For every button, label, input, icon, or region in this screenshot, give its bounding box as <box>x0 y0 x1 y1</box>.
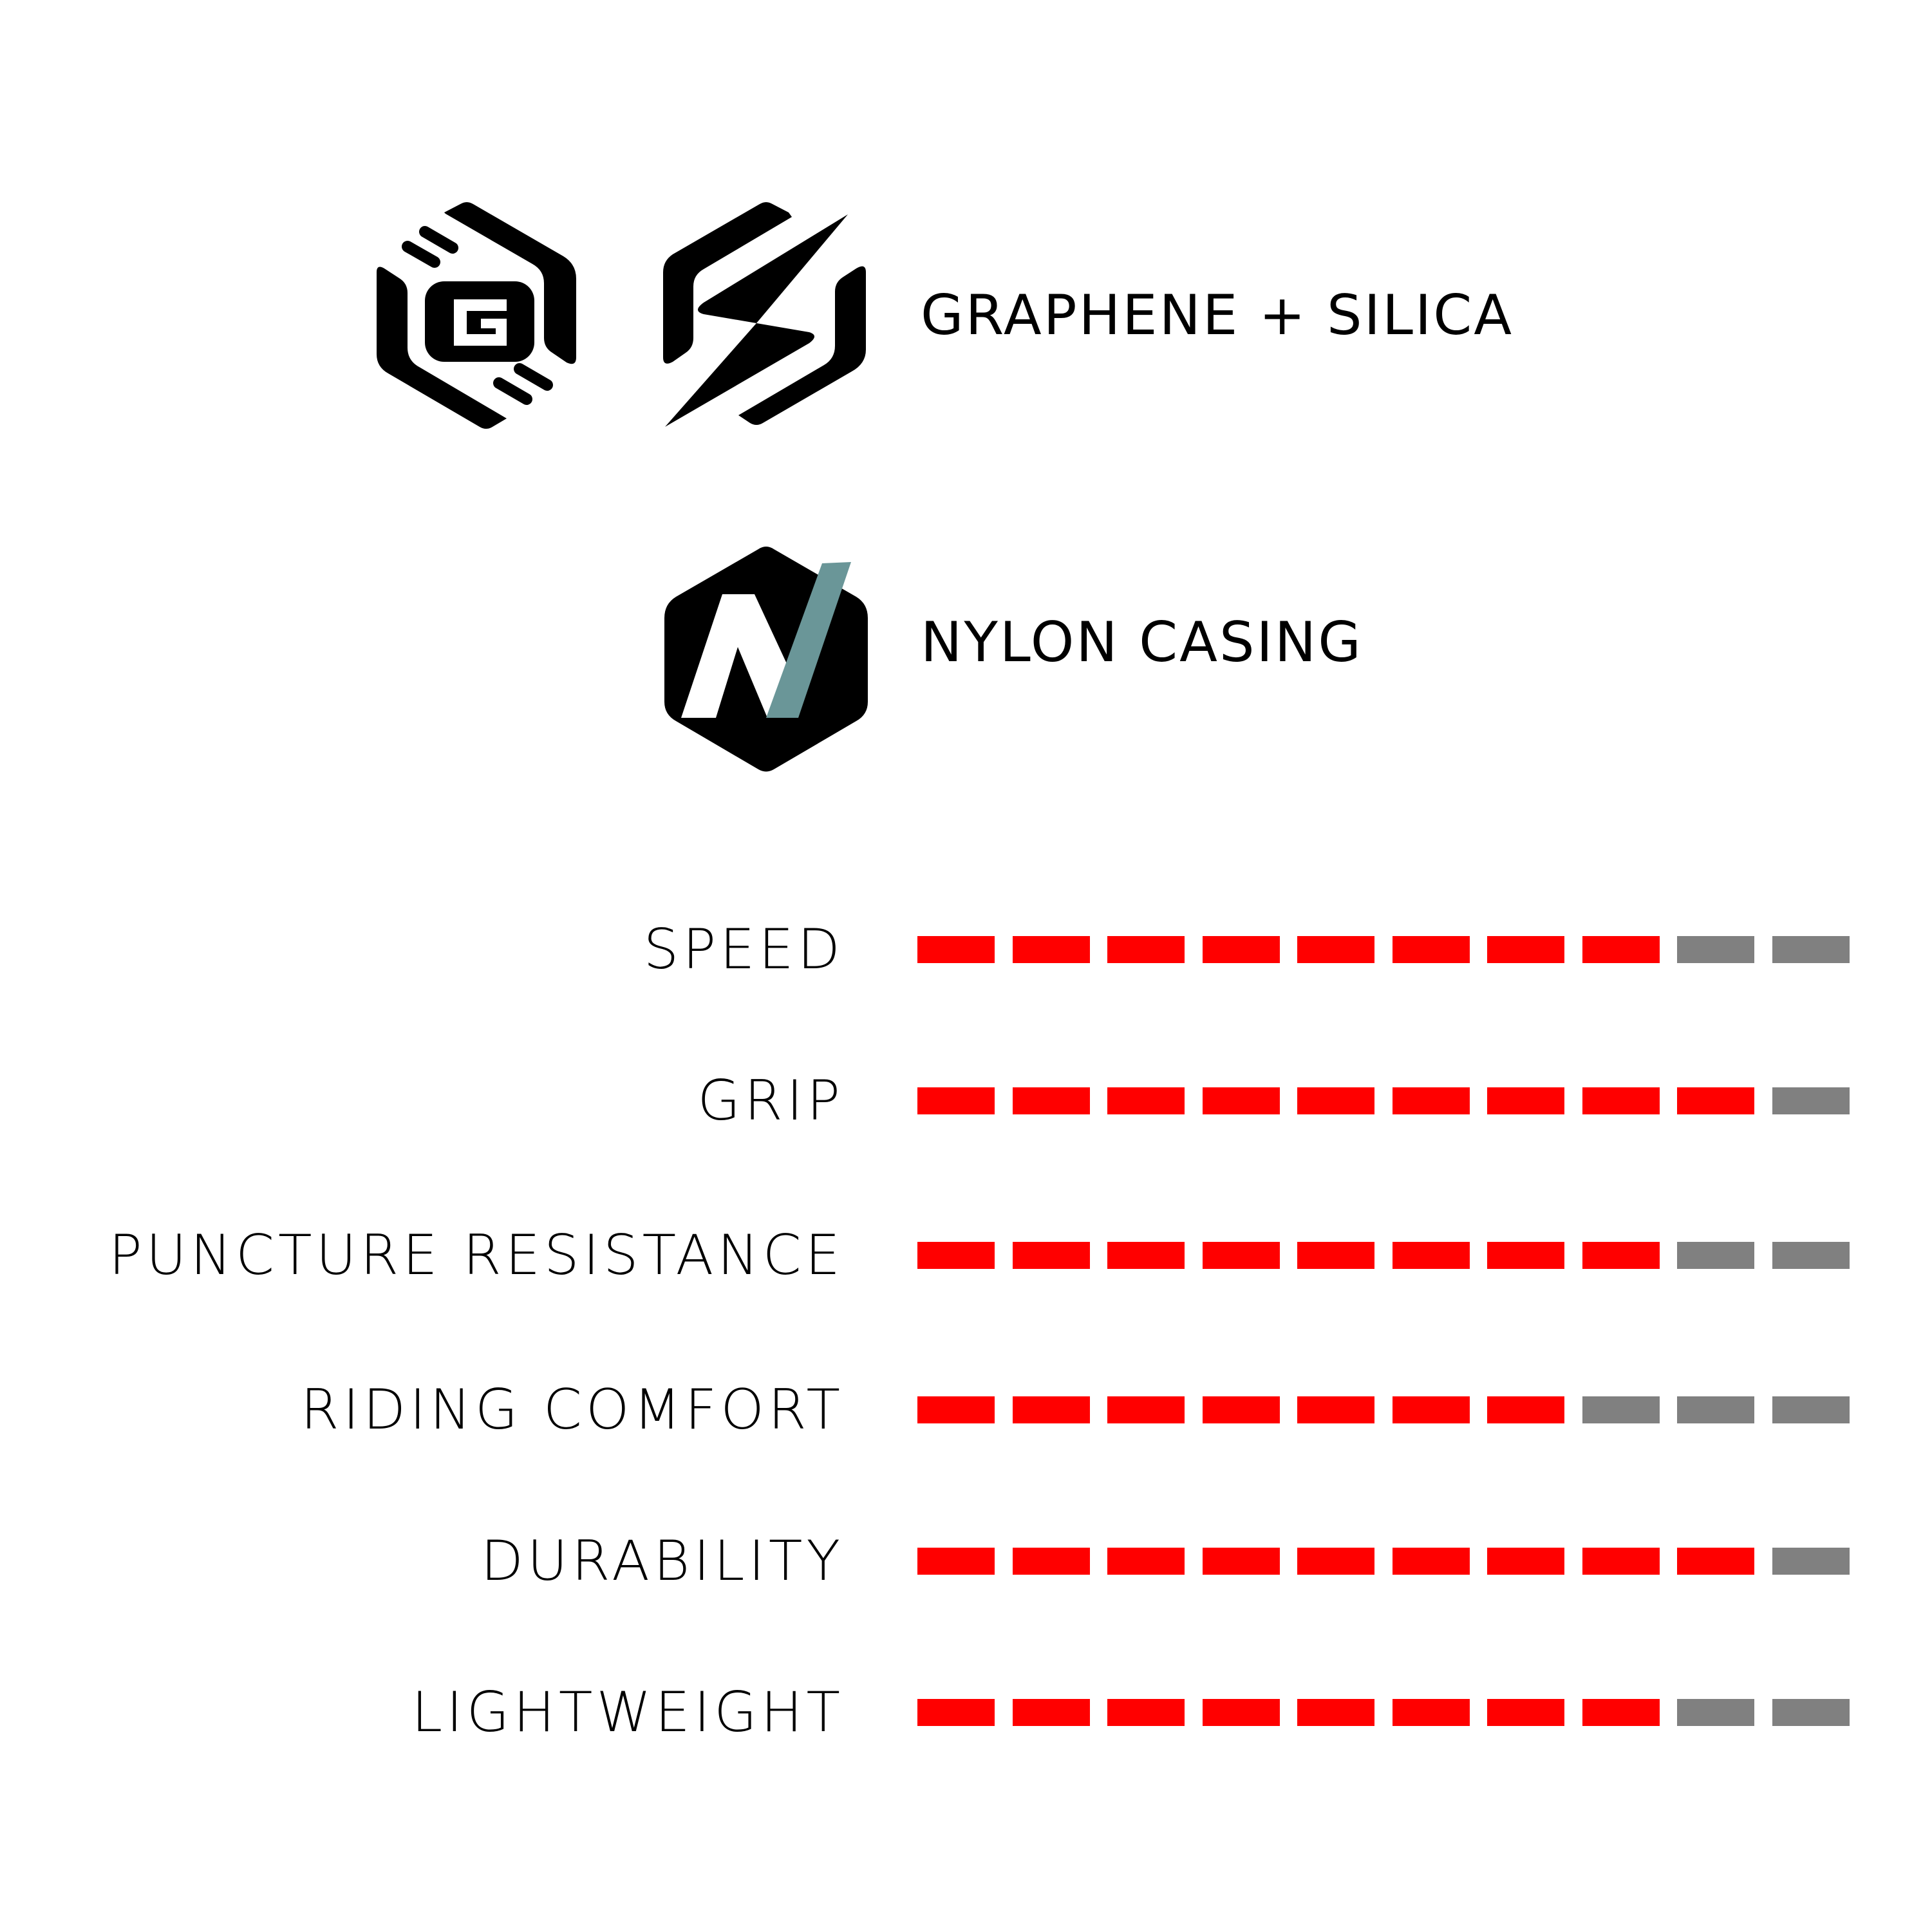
rating-label: DURABILITY <box>480 1529 844 1593</box>
rating-segment-filled <box>1392 1548 1470 1575</box>
rating-segment-filled <box>1107 1699 1185 1726</box>
rating-label: LIGHTWEIGHT <box>411 1680 844 1745</box>
rating-segment-filled <box>1297 1396 1374 1423</box>
rating-segment-filled <box>1677 1548 1754 1575</box>
rating-segment-filled <box>1487 936 1564 963</box>
rating-segment-filled <box>1487 1087 1564 1114</box>
rating-segment-filled <box>1392 1242 1470 1269</box>
rating-segment-filled <box>1297 1242 1374 1269</box>
rating-segment-filled <box>1202 1548 1280 1575</box>
rating-segment-filled <box>1392 936 1470 963</box>
feature-label-graphene-silica: GRAPHENE + SILICA <box>921 283 1514 348</box>
rating-segment-filled <box>1297 1087 1374 1114</box>
rating-segment-empty <box>1582 1396 1660 1423</box>
rating-segment-filled <box>1297 1699 1374 1726</box>
rating-segment-filled <box>1392 1087 1470 1114</box>
rating-row: SPEED <box>0 917 1932 982</box>
rating-label: PUNCTURE RESISTANCE <box>108 1223 844 1288</box>
rating-segment-filled <box>1297 1548 1374 1575</box>
rating-row: GRIP <box>0 1069 1932 1133</box>
rating-segment-filled <box>1677 1087 1754 1114</box>
rating-segment-filled <box>1487 1548 1564 1575</box>
rating-segment-filled <box>1107 1396 1185 1423</box>
rating-segment-filled <box>1392 1699 1470 1726</box>
rating-segment-filled <box>917 1396 995 1423</box>
rating-segment-filled <box>1487 1242 1564 1269</box>
rating-segment-filled <box>1202 936 1280 963</box>
graphene-hex-icon <box>377 202 576 429</box>
rating-segment-filled <box>1107 936 1185 963</box>
rating-segment-filled <box>1107 1087 1185 1114</box>
rating-row: RIDING COMFORT <box>0 1378 1932 1442</box>
rating-segment-filled <box>1582 1548 1660 1575</box>
rating-segment-filled <box>917 936 995 963</box>
rating-segment-filled <box>1012 1699 1090 1726</box>
rating-segment-empty <box>1677 1242 1754 1269</box>
rating-segment-filled <box>1107 1242 1185 1269</box>
rating-segment-filled <box>1582 936 1660 963</box>
rating-segment-empty <box>1772 1087 1850 1114</box>
rating-segment-filled <box>917 1548 995 1575</box>
rating-segment-empty <box>1772 1548 1850 1575</box>
rating-bar <box>917 1548 1851 1575</box>
rating-segment-filled <box>1012 1548 1090 1575</box>
rating-label: SPEED <box>643 917 844 982</box>
rating-segment-filled <box>1202 1242 1280 1269</box>
rating-segment-empty <box>1772 1699 1850 1726</box>
rating-row: PUNCTURE RESISTANCE <box>0 1223 1932 1288</box>
rating-segment-filled <box>1012 1396 1090 1423</box>
rating-segment-filled <box>917 1242 995 1269</box>
rating-segment-filled <box>1107 1548 1185 1575</box>
rating-segment-filled <box>1012 1087 1090 1114</box>
rating-segment-empty <box>1772 1242 1850 1269</box>
feature-label-nylon-casing: NYLON CASING <box>921 610 1363 675</box>
rating-segment-filled <box>1487 1699 1564 1726</box>
rating-segment-empty <box>1677 1396 1754 1423</box>
rating-segment-filled <box>1392 1396 1470 1423</box>
nylon-hex-icon <box>664 547 868 772</box>
silica-hex-icon <box>663 202 866 427</box>
rating-segment-filled <box>1202 1396 1280 1423</box>
rating-bar <box>917 1087 1851 1114</box>
rating-segment-filled <box>1012 1242 1090 1269</box>
rating-segment-filled <box>1582 1699 1660 1726</box>
rating-segment-filled <box>1297 936 1374 963</box>
rating-label: RIDING COMFORT <box>300 1378 844 1442</box>
rating-segment-empty <box>1772 936 1850 963</box>
rating-segment-filled <box>1202 1699 1280 1726</box>
rating-row: LIGHTWEIGHT <box>0 1680 1932 1745</box>
rating-bar <box>917 936 1851 963</box>
rating-segment-filled <box>917 1699 995 1726</box>
rating-row: DURABILITY <box>0 1529 1932 1593</box>
rating-segment-filled <box>1582 1087 1660 1114</box>
rating-bar <box>917 1396 1851 1423</box>
rating-segment-empty <box>1772 1396 1850 1423</box>
rating-segment-filled <box>1582 1242 1660 1269</box>
rating-label: GRIP <box>697 1069 844 1133</box>
rating-segment-filled <box>1202 1087 1280 1114</box>
rating-segment-empty <box>1677 936 1754 963</box>
rating-segment-filled <box>1012 936 1090 963</box>
rating-segment-empty <box>1677 1699 1754 1726</box>
rating-bar <box>917 1699 1851 1726</box>
rating-segment-filled <box>1487 1396 1564 1423</box>
rating-segment-filled <box>917 1087 995 1114</box>
rating-bar <box>917 1242 1851 1269</box>
